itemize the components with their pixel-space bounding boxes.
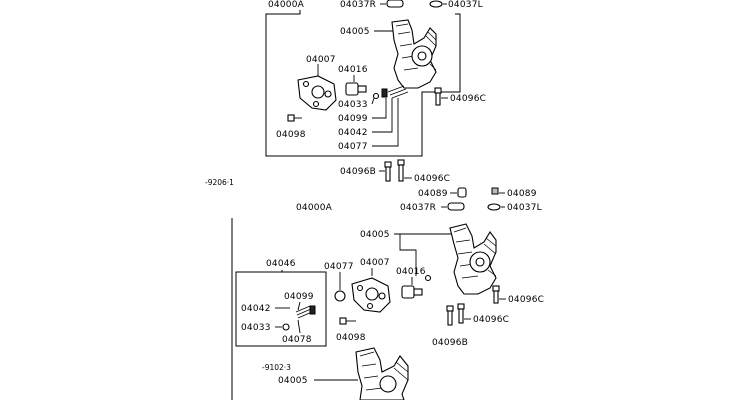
upper-cover-plate-part[interactable] [297, 75, 337, 111]
lower-leader-04099 [297, 301, 301, 311]
upper-bolt-04096B-part[interactable] [384, 161, 392, 182]
lower-label-04096C-a[interactable]: 04096C [508, 295, 544, 305]
upper-relief-plug-part[interactable] [345, 82, 367, 96]
lower-label-04007[interactable]: 04007 [360, 258, 390, 268]
lower-bolt-04098-part[interactable] [339, 317, 356, 325]
upper-label-04042[interactable]: 04042 [338, 128, 368, 138]
lower-plug-04089-a-part[interactable] [457, 187, 467, 198]
upper-label-04096B[interactable]: 04096B [340, 167, 376, 177]
upper-label-04099[interactable]: 04099 [338, 114, 368, 124]
lower-label-04077[interactable]: 04077 [324, 262, 354, 272]
upper-bolt-04096C-a-part[interactable] [434, 87, 442, 106]
lower-leader-04005-b [399, 234, 417, 276]
upper-leader-04077 [372, 98, 399, 147]
bottom-pump-body-part[interactable] [355, 347, 409, 400]
lower-bolt-04096C-a-part[interactable] [492, 285, 500, 304]
upper-label-04033[interactable]: 04033 [338, 100, 368, 110]
lower-label-04046[interactable]: 04046 [266, 259, 296, 269]
upper-label-04096C-b[interactable]: 04096C [414, 174, 450, 184]
lower-subassembly-frame [235, 270, 327, 347]
upper-washer-part[interactable] [372, 92, 380, 100]
lower-label-04037R[interactable]: 04037R [400, 203, 436, 213]
upper-label-04096C-a[interactable]: 04096C [450, 94, 486, 104]
lower-label-04098[interactable]: 04098 [336, 333, 366, 343]
lower-label-04089-b[interactable]: 04089 [507, 189, 537, 199]
upper-label-04037L[interactable]: 04037L [448, 0, 483, 10]
lower-bolt-04096C-b-part[interactable] [457, 303, 465, 324]
upper-label-04007[interactable]: 04007 [306, 55, 336, 65]
lower-ball-part[interactable] [334, 290, 346, 302]
upper-leader-04042 [372, 98, 393, 133]
upper-seal-left-part[interactable] [429, 0, 443, 8]
lower-bolt-04096B-part[interactable] [446, 305, 454, 326]
lower-label-04096C-b[interactable]: 04096C [473, 315, 509, 325]
lower-washer-04033-part[interactable] [282, 323, 290, 331]
upper-label-04098[interactable]: 04098 [276, 130, 306, 140]
lower-label-04096B[interactable]: 04096B [432, 338, 468, 348]
upper-assembly-label[interactable]: 04000A [268, 0, 305, 10]
upper-label-04037R[interactable]: 04037R [340, 0, 376, 10]
lower-label-04078[interactable]: 04078 [282, 335, 312, 345]
lower-seal-right-part[interactable] [447, 202, 465, 211]
lower-label-04016[interactable]: 04016 [396, 267, 426, 277]
upper-pump-body-part[interactable] [391, 19, 437, 89]
lower-label-04099[interactable]: 04099 [284, 292, 314, 302]
date-code-9206: -9206·1 [205, 178, 234, 187]
upper-label-04016[interactable]: 04016 [338, 65, 368, 75]
upper-label-04005[interactable]: 04005 [340, 27, 370, 37]
lower-assembly-label[interactable]: 04000A [296, 203, 333, 213]
upper-group: 04000A 04037R 04037L 04005 04007 [265, 0, 486, 184]
lower-cover-plate-part[interactable] [351, 277, 391, 313]
lower-label-04033[interactable]: 04033 [241, 323, 271, 333]
upper-relief-valve-part[interactable] [381, 88, 388, 98]
lower-washer-part[interactable] [424, 274, 432, 282]
lower-label-04042[interactable]: 04042 [241, 304, 271, 314]
upper-seal-right-part[interactable] [386, 0, 404, 8]
bottom-label-04005[interactable]: 04005 [278, 376, 308, 386]
lower-plug-04089-b-part[interactable] [491, 187, 499, 195]
bottom-group: 04005 [278, 347, 409, 400]
upper-bolt-04098-part[interactable] [287, 114, 302, 122]
lower-leader-04078 [297, 319, 301, 334]
date-code-9102: -9102·3 [262, 363, 291, 372]
lower-seal-left-part[interactable] [487, 203, 501, 211]
lower-label-04089-a[interactable]: 04089 [418, 189, 448, 199]
lower-relief-valve-part[interactable] [309, 305, 316, 315]
lower-relief-plug-part[interactable] [401, 285, 423, 299]
upper-label-04077[interactable]: 04077 [338, 142, 368, 152]
lower-label-04005[interactable]: 04005 [360, 230, 390, 240]
lower-group: 04089 04089 04037R 04037L 04000A 04005 0… [231, 187, 544, 400]
upper-spring-part[interactable] [387, 85, 409, 99]
upper-leader-04033 [371, 97, 375, 105]
upper-leader-04099 [372, 98, 387, 119]
lower-pump-body-part[interactable] [449, 223, 497, 295]
lower-label-04037L[interactable]: 04037L [507, 203, 542, 213]
upper-assembly-frame [265, 10, 461, 157]
upper-bolt-04096C-b-part[interactable] [397, 159, 405, 182]
